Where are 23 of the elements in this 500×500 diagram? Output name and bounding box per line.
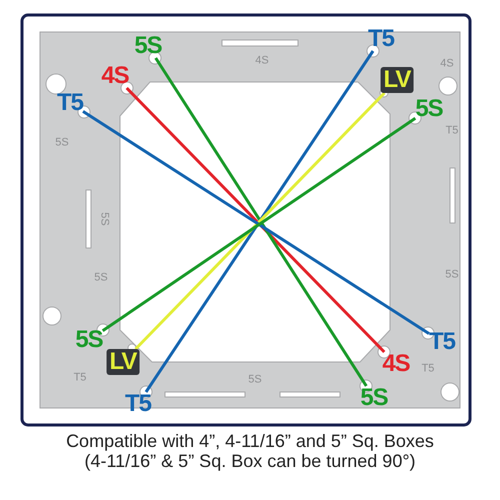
- embossed-marking: 5S: [445, 270, 459, 280]
- hole-code-label: T5: [57, 91, 83, 115]
- hole-code-tag: LV: [106, 349, 140, 375]
- hole-code-label: 5S: [415, 97, 443, 121]
- embossed-marking: T5: [446, 126, 458, 136]
- hole-code-label: 4S: [382, 352, 410, 376]
- hole-code-label: T5: [368, 27, 394, 51]
- hole-code-label: T5: [429, 330, 455, 354]
- embossed-marking: 5S: [248, 374, 262, 386]
- hole-code-tag: LV: [380, 67, 414, 93]
- embossed-marking: 4S: [440, 58, 454, 70]
- hole-code-label: 5S: [360, 386, 388, 410]
- hole-code-label: T5: [125, 392, 151, 416]
- hole-code-label: 4S: [101, 64, 129, 88]
- hole-code-label: 5S: [75, 328, 103, 352]
- embossed-marking: T5: [74, 372, 86, 384]
- hole-code-label: 5S: [134, 34, 162, 58]
- embossed-marking: T5: [422, 364, 434, 374]
- embossed-marking: 5S: [98, 212, 110, 226]
- embossed-marking: 4S: [255, 56, 269, 66]
- caption: Compatible with 4”, 4-11/16” and 5” Sq. Boxes (4-11/16” & 5” Sq. Box can be turned 90°): [65, 431, 435, 472]
- embossed-marking: 5S: [55, 138, 69, 148]
- embossed-marking: 5S: [94, 272, 108, 284]
